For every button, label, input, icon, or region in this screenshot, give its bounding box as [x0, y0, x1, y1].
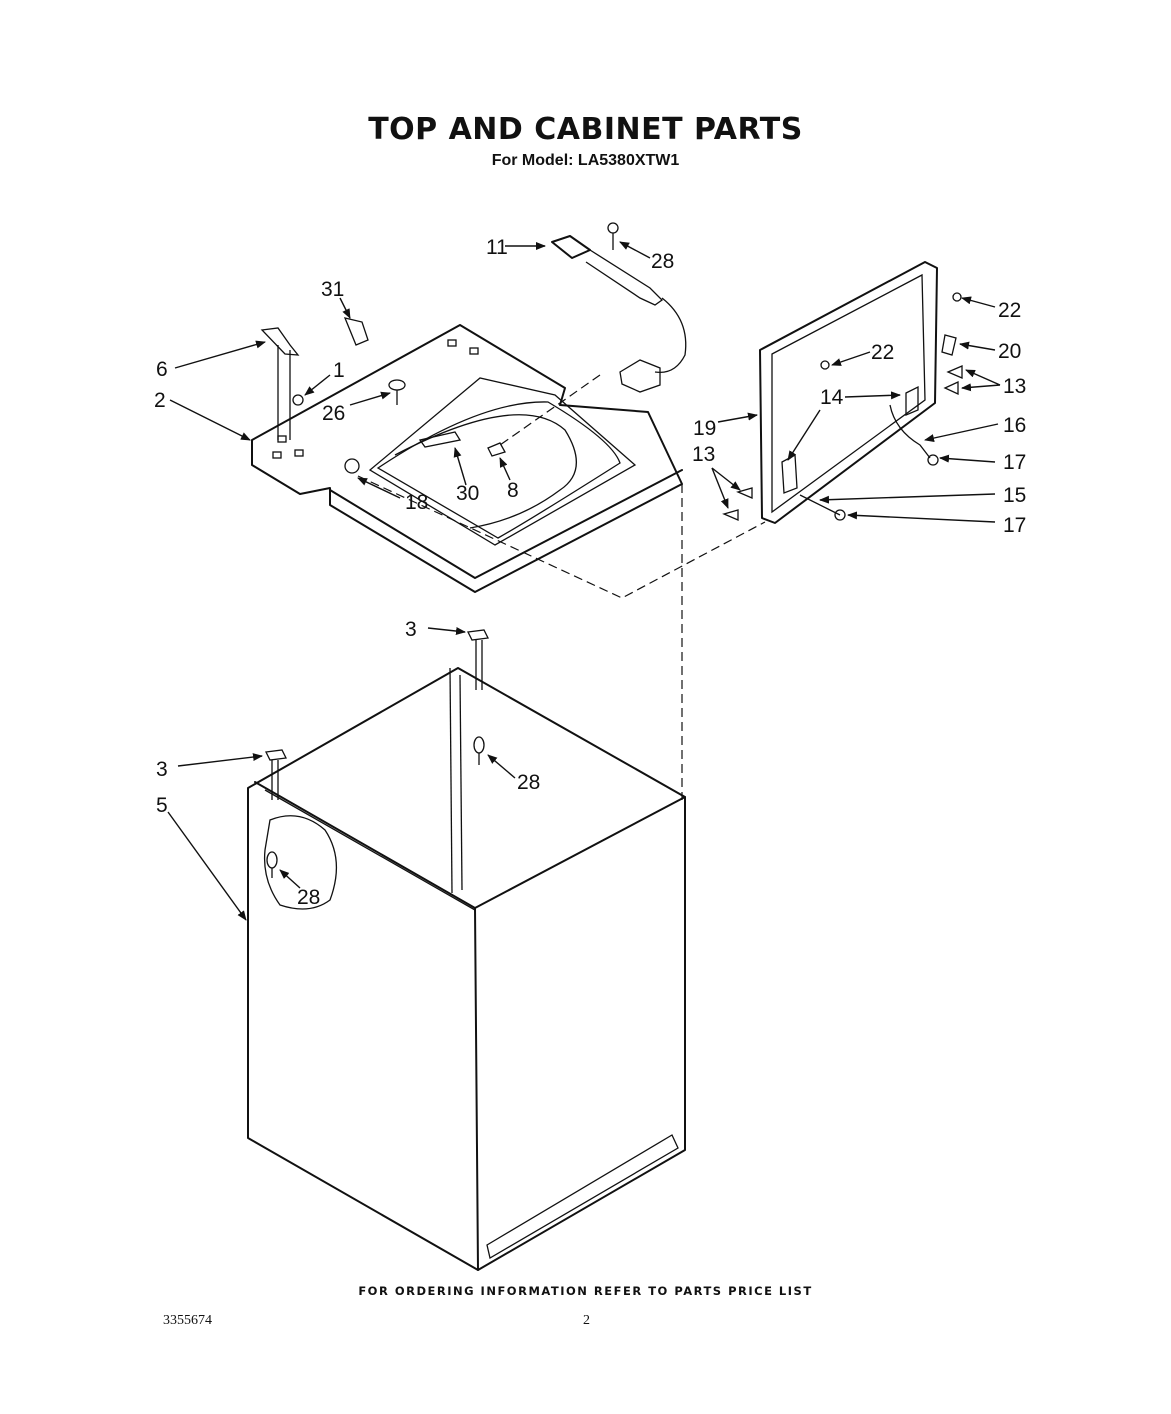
model-subtitle: For Model: LA5380XTW1 [491, 152, 680, 169]
callout-13: 13 [692, 443, 715, 466]
callout-31: 31 [321, 278, 344, 301]
callout-26: 26 [322, 402, 345, 425]
callout-5: 5 [156, 794, 168, 817]
callout-28: 28 [297, 886, 320, 909]
callout-13: 13 [1003, 375, 1026, 398]
lid-switch-harness [551, 235, 687, 393]
callout-20: 20 [998, 340, 1021, 363]
callout-15: 15 [1003, 484, 1026, 507]
callout-8: 8 [507, 479, 519, 502]
callout-1: 1 [333, 359, 345, 382]
callout-22: 22 [998, 299, 1021, 322]
callout-11: 11 [486, 236, 508, 259]
callout-14: 14 [820, 386, 844, 409]
callout-3: 3 [156, 758, 168, 781]
page-title: TOP AND CABINET PARTS [368, 112, 803, 147]
cabinet-clips [265, 629, 489, 878]
callout-17: 17 [1003, 451, 1026, 474]
callout-leaders [167, 241, 1001, 921]
callout-28: 28 [651, 250, 674, 273]
callout-28: 28 [517, 771, 540, 794]
page-number: 2 [583, 1313, 590, 1328]
callout-19: 19 [693, 417, 716, 440]
callout-22: 22 [871, 341, 894, 364]
callout-18: 18 [405, 491, 428, 514]
callout-labels: 11 28 31 6 1 2 26 18 30 8 22 22 20 13 14… [154, 236, 1026, 909]
callout-30: 30 [456, 482, 479, 505]
lid-assembly [722, 261, 963, 524]
callout-17: 17 [1003, 514, 1026, 537]
cabinet [247, 667, 686, 1271]
callout-3: 3 [405, 618, 417, 641]
callout-6: 6 [156, 358, 168, 381]
callout-2: 2 [154, 389, 166, 412]
callout-16: 16 [1003, 414, 1026, 437]
assembly-guide-lines [357, 374, 766, 800]
washer-top-panel [251, 324, 683, 593]
fastener-screws [260, 222, 619, 457]
ordering-info-note: FOR ORDERING INFORMATION REFER TO PARTS … [358, 1284, 813, 1298]
document-number: 3355674 [163, 1313, 212, 1328]
